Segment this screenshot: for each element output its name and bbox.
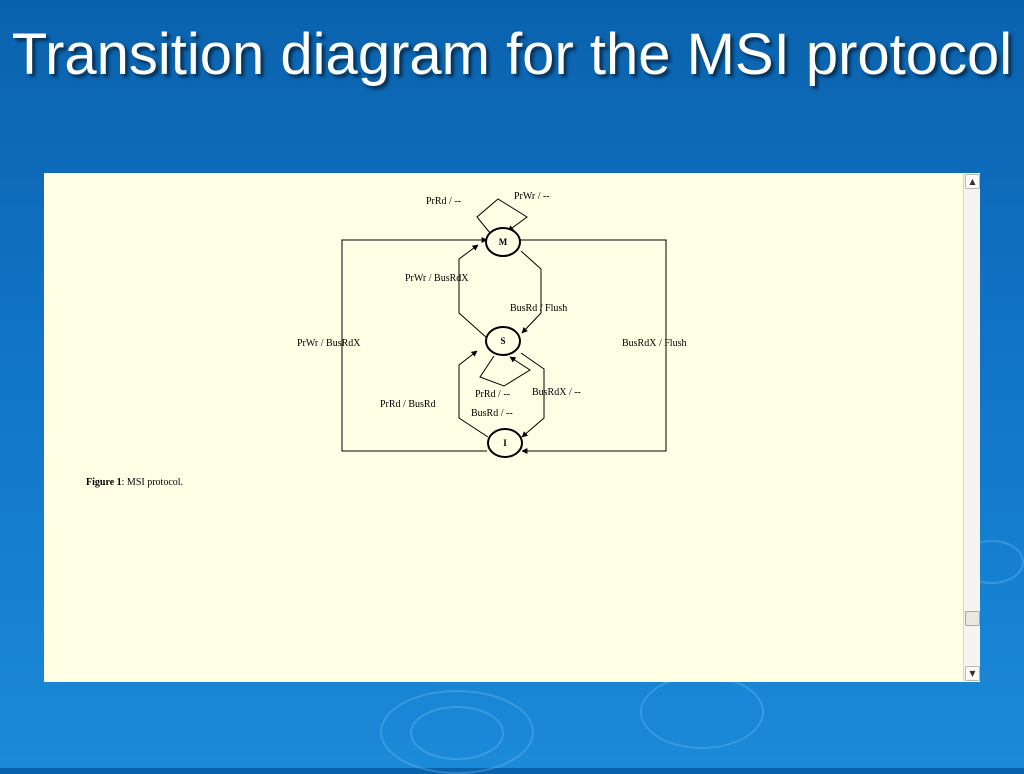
msi-transition-diagram: M S I PrRd / -- PrWr / -- PrWr / BusRdX … xyxy=(297,191,686,458)
slide-title: Transition diagram for the MSI protocol xyxy=(11,22,1013,87)
label-i-to-m: PrWr / BusRdX xyxy=(297,338,361,349)
edge-s-to-m xyxy=(458,244,488,339)
scrollbar-thumb[interactable] xyxy=(965,611,980,626)
document-panel: M S I PrRd / -- PrWr / -- PrWr / BusRdX … xyxy=(44,173,980,682)
background-ripple xyxy=(640,675,764,749)
label-m-to-s: BusRd / Flush xyxy=(510,303,567,314)
edge-i-to-m xyxy=(341,237,488,452)
label-i-to-s: PrRd / BusRd xyxy=(380,399,436,410)
edge-s-self-loop xyxy=(479,355,531,387)
state-s-circle xyxy=(485,326,521,356)
state-m-label: M xyxy=(499,237,508,247)
state-i-label: I xyxy=(503,438,507,448)
arrow-down-icon[interactable]: ▼ xyxy=(965,666,980,681)
label-m-self-prrd: PrRd / -- xyxy=(426,196,461,207)
state-i-circle xyxy=(487,428,523,458)
figure-caption-text: : MSI protocol. xyxy=(121,477,184,488)
edge-m-to-i xyxy=(520,239,667,454)
edge-m-self-loop xyxy=(476,198,528,234)
label-s-to-m: PrWr / BusRdX xyxy=(405,273,469,284)
vertical-scrollbar[interactable]: ▲ ▼ xyxy=(963,173,980,682)
figure-caption: Figure 1: MSI protocol. xyxy=(86,477,183,488)
state-m-circle xyxy=(485,227,521,257)
edge-i-to-s xyxy=(458,350,489,438)
figure-caption-label: Figure 1 xyxy=(86,477,122,488)
arrow-up-icon[interactable]: ▲ xyxy=(965,174,980,189)
label-m-self-prwr: PrWr / -- xyxy=(514,191,550,202)
label-s-self-prrd: PrRd / -- xyxy=(475,389,510,400)
state-s-label: S xyxy=(500,336,505,346)
label-s-self-busrd: BusRd / -- xyxy=(471,408,513,419)
label-s-to-i-busrdx: BusRdX / -- xyxy=(532,387,581,398)
label-m-to-i: BusRdX / Flush xyxy=(622,338,686,349)
edge-m-to-s xyxy=(520,250,542,334)
background-ripple xyxy=(410,706,504,760)
edge-s-to-i xyxy=(520,352,545,438)
